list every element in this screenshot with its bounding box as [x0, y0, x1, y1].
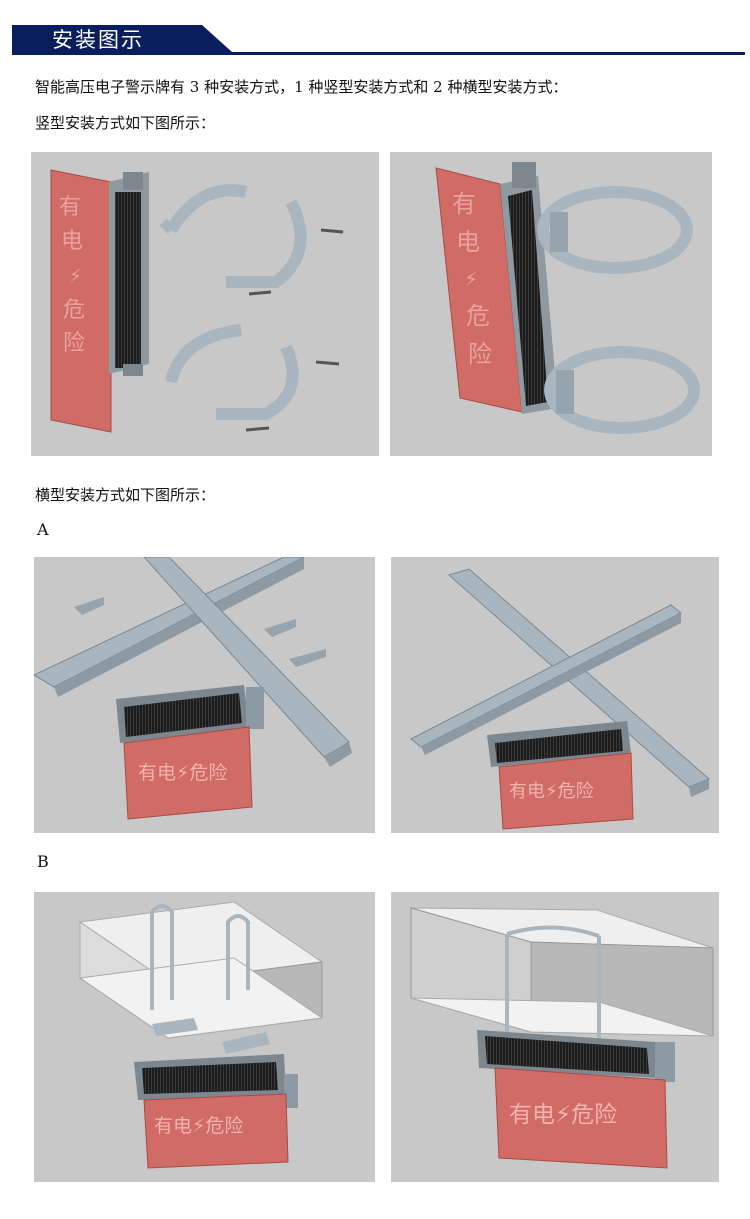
horizontal-a-assembled-image: 有电⚡危险: [391, 557, 719, 833]
sign-char-1: 有: [59, 195, 81, 220]
header-divider: [12, 52, 745, 55]
vertical-assembled-image: 有 电 ⚡ 危 险: [390, 152, 712, 456]
horizontal-a-exploded-image: 有电⚡危险: [34, 557, 375, 833]
horizontal-b-assembled-image: 有电⚡危险: [391, 892, 719, 1182]
svg-text:险: 险: [468, 340, 492, 368]
svg-text:⚡: ⚡: [69, 266, 82, 287]
svg-text:有电⚡危险: 有电⚡危险: [509, 1102, 617, 1128]
vertical-install-heading: 竖型安装方式如下图所示：: [35, 114, 216, 132]
svg-text:有: 有: [452, 190, 476, 218]
label-b: B: [37, 852, 49, 871]
header-tab-shape: [12, 25, 232, 55]
label-a: A: [37, 520, 49, 539]
svg-text:有电⚡危险: 有电⚡危险: [509, 781, 594, 802]
sign-char-3: 危: [63, 298, 85, 323]
svg-text:电: 电: [456, 228, 480, 256]
svg-text:危: 危: [466, 302, 490, 330]
intro-text: 智能高压电子警示牌有 3 种安装方式，1 种竖型安装方式和 2 种横型安装方式：: [35, 78, 568, 96]
horizontal-install-heading: 横型安装方式如下图所示：: [35, 486, 216, 504]
section-title: 安装图示: [52, 28, 144, 52]
sign-char-2: 电: [61, 229, 83, 254]
vertical-exploded-image: 有 电 ⚡ 危 险: [31, 152, 379, 456]
sign-text-a1: 有电⚡危险: [138, 762, 227, 784]
svg-text:⚡: ⚡: [464, 267, 478, 291]
section-header: 安装图示: [12, 25, 234, 55]
sign-char-4: 险: [63, 331, 85, 356]
svg-text:有电⚡危险: 有电⚡危险: [154, 1115, 243, 1137]
horizontal-b-exploded-image: 有电⚡危险: [34, 892, 375, 1182]
